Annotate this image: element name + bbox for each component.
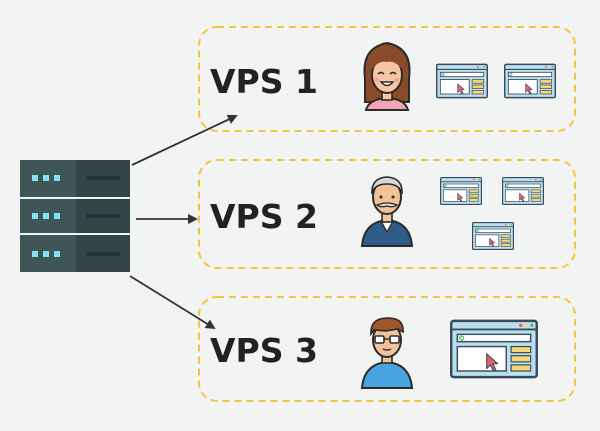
arrow-to-vps-3 [129, 275, 216, 330]
arrow-to-vps-1 [131, 114, 238, 166]
server-unit-3 [20, 235, 130, 272]
browser-window-icon [436, 63, 488, 99]
vps-box-2: VPS 2 [198, 159, 576, 269]
server-rack-icon [20, 160, 130, 272]
woman-avatar-icon [363, 41, 411, 111]
vps-1-label: VPS 1 [210, 62, 318, 101]
browser-window-icon [502, 176, 544, 206]
browser-window-icon [440, 176, 482, 206]
browser-window-icon [450, 319, 538, 379]
vps-3-label: VPS 3 [210, 331, 318, 370]
vps-2-label: VPS 2 [210, 197, 318, 236]
young-man-glasses-avatar-icon [360, 317, 414, 389]
server-unit-2 [20, 199, 130, 233]
server-unit-1 [20, 160, 130, 197]
browser-window-icon [472, 221, 514, 251]
vps-box-1: VPS 1 [198, 26, 576, 132]
old-man-avatar-icon [360, 176, 414, 247]
vps-box-3: VPS 3 [198, 296, 576, 402]
browser-window-icon [504, 63, 556, 99]
